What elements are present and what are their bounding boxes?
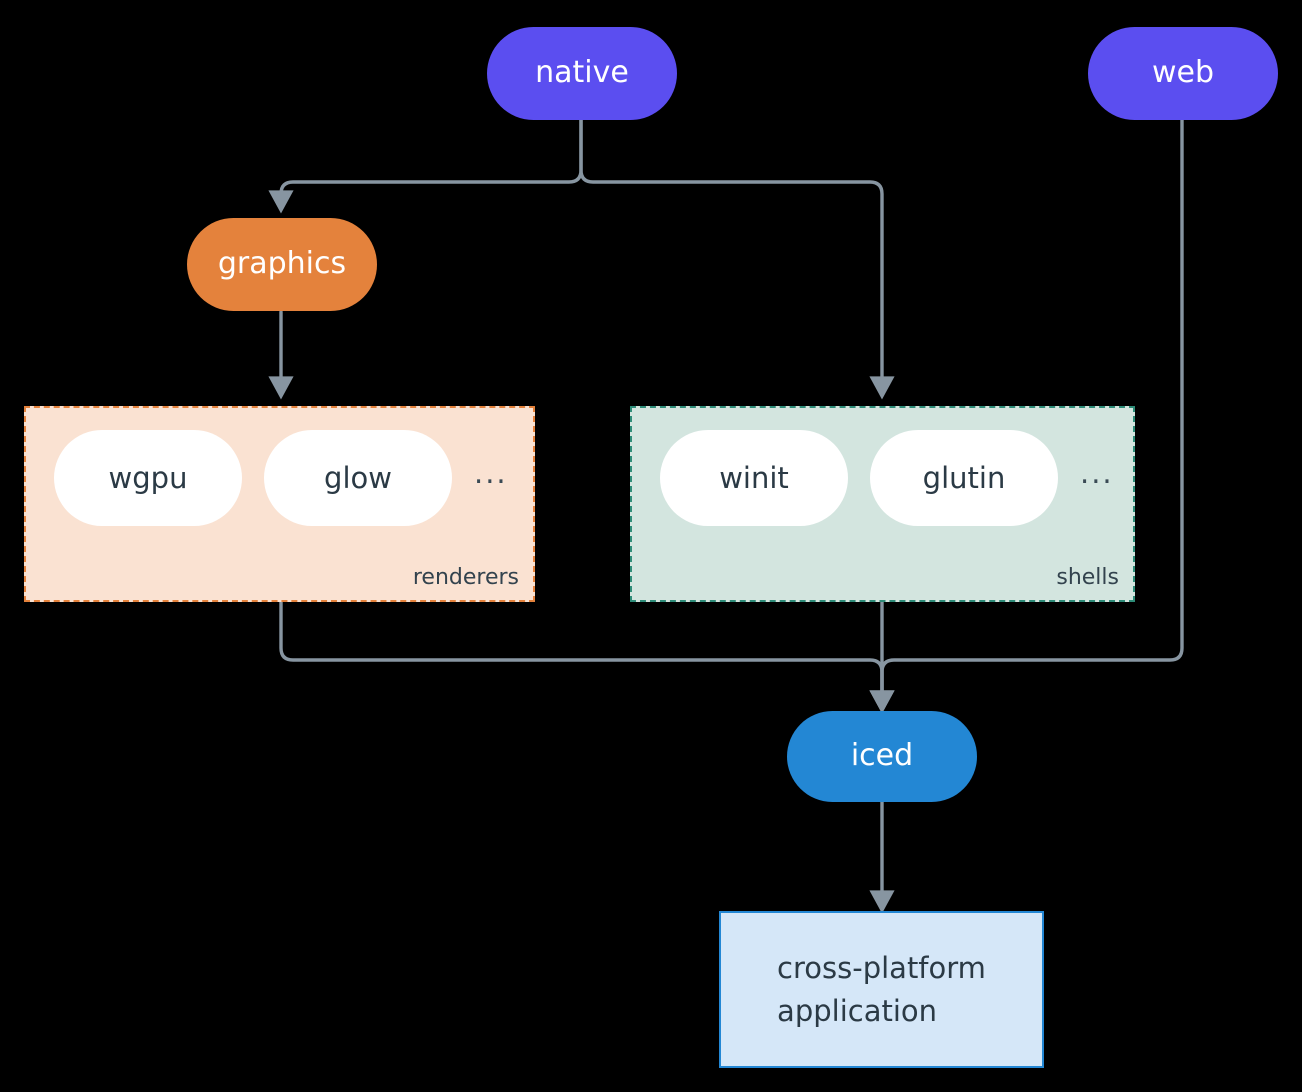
node-graphics-label: graphics bbox=[217, 246, 347, 282]
renderers-overflow-ellipsis: ... bbox=[474, 456, 508, 490]
cluster-shells-title: shells bbox=[1056, 565, 1119, 590]
node-graphics[interactable]: graphics bbox=[187, 218, 377, 311]
node-glutin-label: glutin bbox=[922, 461, 1006, 495]
application-label-line-1: cross-platform bbox=[777, 951, 986, 986]
node-native[interactable]: native bbox=[487, 27, 677, 120]
cluster-renderers: wgpu glow ... renderers bbox=[24, 406, 535, 602]
edge-native-to-graphics bbox=[268, 118, 583, 214]
node-glow-label: glow bbox=[324, 461, 392, 495]
node-winit-label: winit bbox=[719, 461, 789, 495]
edge-native-to-shells bbox=[579, 118, 895, 400]
cluster-shells: winit glutin ... shells bbox=[630, 406, 1135, 602]
shells-overflow-ellipsis: ... bbox=[1080, 456, 1114, 490]
node-glow[interactable]: glow bbox=[264, 430, 452, 526]
node-cross-platform-application[interactable]: cross-platform application bbox=[719, 911, 1044, 1068]
cluster-renderers-title: renderers bbox=[412, 565, 519, 590]
node-web-label: web bbox=[1151, 55, 1215, 91]
node-iced-label: iced bbox=[850, 738, 914, 774]
node-wgpu-label: wgpu bbox=[108, 461, 188, 495]
application-label-line-2: application bbox=[777, 993, 938, 1028]
application-label-block: cross-platform application bbox=[777, 947, 986, 1031]
node-native-label: native bbox=[535, 55, 629, 91]
edge-renderers-to-iced bbox=[279, 600, 895, 714]
node-iced[interactable]: iced bbox=[787, 711, 977, 802]
node-glutin[interactable]: glutin bbox=[870, 430, 1058, 526]
node-web[interactable]: web bbox=[1088, 27, 1278, 120]
cluster-renderers-items: wgpu glow ... bbox=[54, 430, 508, 526]
node-winit[interactable]: winit bbox=[660, 430, 848, 526]
node-wgpu[interactable]: wgpu bbox=[54, 430, 242, 526]
cluster-shells-items: winit glutin ... bbox=[660, 430, 1114, 526]
